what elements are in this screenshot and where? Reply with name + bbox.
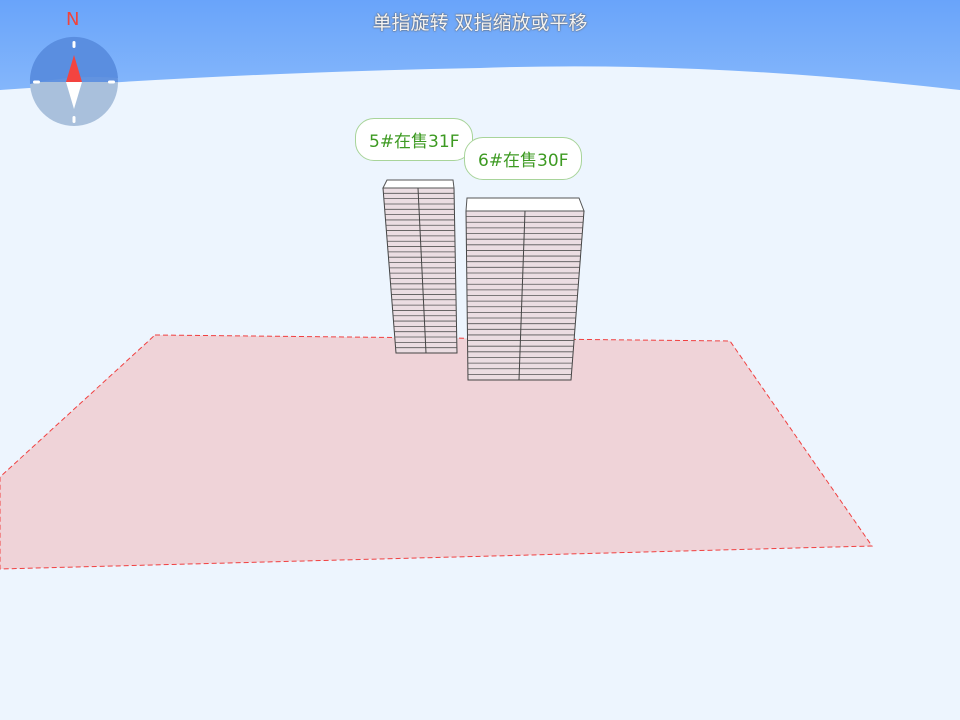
building-edge — [518, 210, 526, 381]
building-roof — [382, 179, 455, 189]
building-label-5[interactable]: 5#在售31F — [355, 118, 474, 161]
gesture-hint: 单指旋转 双指缩放或平移 — [372, 12, 588, 34]
compass-needle-south — [66, 82, 82, 109]
compass[interactable] — [29, 36, 118, 126]
compass-north-label: N — [66, 9, 80, 30]
plot-area — [0, 334, 873, 570]
building-facade — [382, 187, 458, 354]
building-roof — [465, 197, 585, 212]
compass-needle-north — [66, 55, 82, 82]
building-label-6[interactable]: 6#在售30F — [464, 137, 583, 180]
building-edge — [417, 187, 427, 354]
building-5[interactable] — [382, 179, 458, 354]
building-6[interactable] — [465, 197, 585, 381]
sky — [0, 0, 960, 90]
